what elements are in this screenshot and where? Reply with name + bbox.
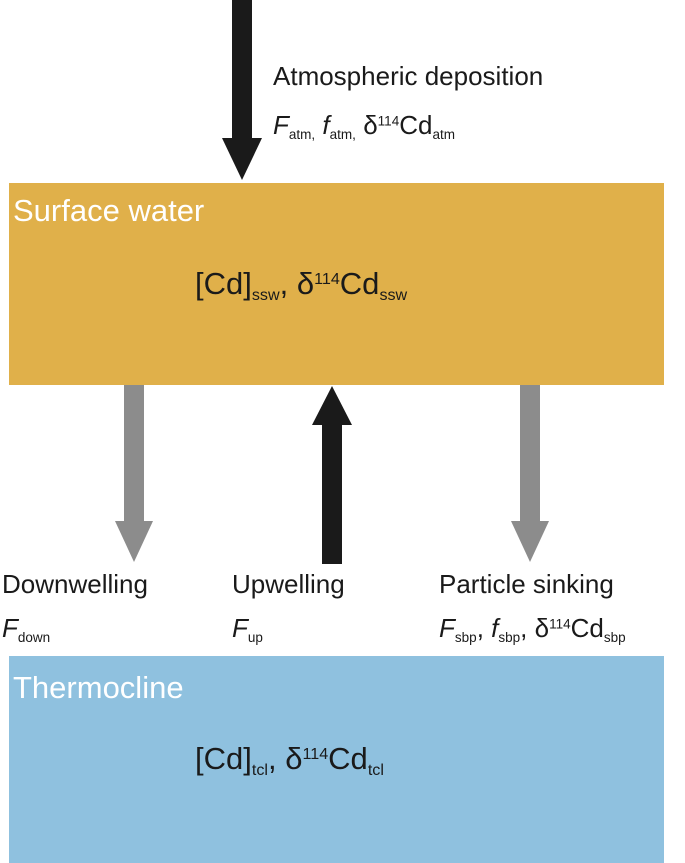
downwelling-label: Downwelling: [2, 569, 148, 599]
sbp-mass: 114: [549, 616, 571, 632]
atmospheric-deposition-label: Atmospheric deposition: [273, 61, 544, 91]
surface-conc: [Cd]: [195, 266, 252, 301]
atm-f-sub: atm,: [329, 127, 356, 143]
down-F-sub: down: [17, 630, 51, 646]
surface-water-equation: [Cd]ssw, δ114Cdssw: [195, 266, 407, 305]
surface-water-title: Surface water: [13, 193, 205, 228]
sbp-delta: δ: [534, 613, 550, 643]
thermocline-title: Thermocline: [13, 670, 184, 705]
atm-delta: δ: [363, 110, 378, 140]
up-F: F: [232, 613, 248, 643]
thermo-cd-sub: tcl: [367, 761, 384, 780]
surface-sep: ,: [279, 266, 297, 301]
sbp-F: F: [439, 613, 455, 643]
atmospheric-flux-terms: Fatm, fatm, δ114Cdatm: [273, 110, 455, 142]
upwelling-arrow: [312, 386, 352, 564]
downwelling-arrow: [115, 385, 153, 562]
surface-cd-sub: ssw: [379, 286, 408, 305]
thermocline-box: Thermocline [Cd]tcl, δ114Cdtcl: [9, 656, 664, 863]
up-F-sub: up: [247, 630, 263, 646]
upwelling-flux: Fup: [232, 613, 263, 645]
particle-sinking-flux-terms: Fsbp, fsbp, δ114Cdsbp: [439, 613, 626, 645]
atm-cd-sub: atm: [432, 127, 455, 143]
atmospheric-deposition-arrow: [222, 0, 262, 180]
sbp-cd: Cd: [570, 613, 604, 643]
surface-delta: δ: [296, 266, 315, 301]
atm-cd: Cd: [399, 110, 433, 140]
down-F: F: [2, 613, 18, 643]
atm-f: f: [322, 110, 330, 140]
surface-mass: 114: [314, 270, 340, 289]
sbp-F-sub: sbp: [454, 630, 477, 646]
sbp-f-sub: sbp: [498, 630, 521, 646]
sbp-sep1: ,: [476, 613, 492, 643]
thermo-sep: ,: [267, 741, 286, 776]
surface-conc-sub: ssw: [251, 286, 280, 305]
atm-mass: 114: [377, 113, 400, 129]
upwelling-label: Upwelling: [232, 569, 345, 599]
sbp-cd-sub: sbp: [603, 630, 626, 646]
particle-sinking-label: Particle sinking: [439, 569, 614, 599]
particle-sinking-arrow: [511, 385, 549, 562]
thermo-conc: [Cd]: [195, 741, 252, 776]
thermo-mass: 114: [302, 745, 329, 764]
thermo-cd: Cd: [328, 741, 368, 776]
surface-cd: Cd: [339, 266, 380, 301]
atm-F-sub: atm,: [288, 127, 316, 143]
thermo-conc-sub: tcl: [251, 761, 268, 780]
surface-water-box: Surface water [Cd]ssw, δ114Cdssw: [9, 183, 664, 385]
thermocline-equation: [Cd]tcl, δ114Cdtcl: [195, 741, 384, 780]
sbp-f: f: [491, 613, 499, 643]
sbp-sep2: ,: [520, 613, 535, 643]
atm-F: F: [273, 110, 289, 140]
downwelling-flux: Fdown: [2, 613, 50, 645]
thermo-delta: δ: [285, 741, 303, 776]
